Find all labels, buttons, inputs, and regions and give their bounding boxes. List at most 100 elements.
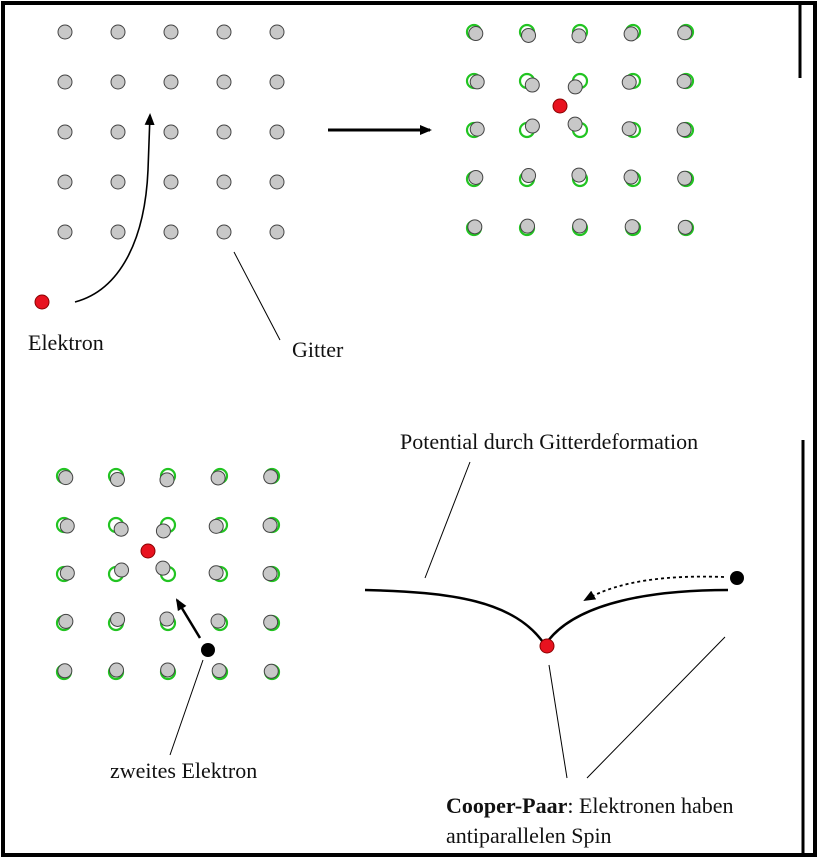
second-electron-arrow — [175, 598, 202, 639]
cooper-pair-caption-line1: Cooper-Paar: Elektronen haben — [446, 793, 734, 818]
lattice-ion — [524, 77, 540, 93]
potential-label: Potential durch Gitterdeformation — [400, 429, 698, 454]
lattice-ion — [163, 124, 179, 140]
lattice-ion — [57, 224, 73, 240]
electron-black-second — [201, 643, 215, 657]
lattice-ion — [59, 565, 75, 581]
lattice-ion — [216, 174, 232, 190]
lattice-ion — [521, 27, 537, 43]
lattice-ion — [216, 74, 232, 90]
electron-red-2 — [552, 98, 568, 114]
lattice-ion — [110, 174, 126, 190]
lattice-ion — [216, 124, 232, 140]
lattice-ion — [210, 470, 226, 486]
lattice-undisturbed — [57, 24, 285, 240]
lattice-ion — [163, 24, 179, 40]
lattice-ion — [269, 124, 285, 140]
lattice-second-electron — [55, 467, 281, 681]
lattice-ion — [624, 219, 640, 235]
lattice-ion — [567, 79, 583, 95]
lattice-ion — [520, 218, 536, 234]
lattice-ion — [677, 25, 693, 41]
cooper-pair-caption-line2: antiparallelen Spin — [446, 823, 612, 848]
lattice-ion — [216, 224, 232, 240]
lattice-ion — [676, 73, 692, 89]
electron-red-1 — [34, 294, 50, 310]
lattice-ion — [155, 523, 171, 539]
electron-label: Elektron — [28, 330, 104, 355]
cooper-pointer-line-1 — [548, 664, 568, 779]
lattice-ion — [58, 470, 74, 486]
lattice-ion — [269, 224, 285, 240]
lattice-ion — [208, 518, 224, 534]
cooper-pair-caption-rest: : Elektronen haben — [567, 793, 733, 818]
lattice-ion — [468, 169, 484, 185]
lattice-ion — [159, 611, 175, 627]
cooper-pointer-line-2 — [586, 636, 726, 779]
lattice-ion — [57, 74, 73, 90]
lattice-ion — [58, 613, 74, 629]
lattice-ion — [163, 174, 179, 190]
cooper-electron-red — [539, 638, 555, 654]
lattice-label: Gitter — [292, 337, 344, 362]
lattice-deformed — [465, 23, 695, 237]
lattice-ion — [677, 170, 693, 186]
lattice-ion — [57, 24, 73, 40]
lattice-ion — [110, 124, 126, 140]
lattice-ion — [571, 28, 587, 44]
lattice-ion — [109, 662, 125, 678]
potential-pointer-line — [424, 461, 471, 579]
lattice-ion — [110, 74, 126, 90]
cooper-electron-black — [730, 571, 744, 585]
lattice-ion — [208, 565, 224, 581]
lattice-ion — [263, 614, 279, 630]
lattice-ion — [621, 121, 637, 137]
lattice-ion — [468, 26, 484, 42]
lattice-ion — [269, 24, 285, 40]
lattice-ion — [262, 517, 278, 533]
lattice-ion — [57, 663, 73, 679]
lattice-ion — [524, 118, 540, 134]
lattice-ion — [59, 518, 75, 534]
lattice-ion — [57, 174, 73, 190]
electron-red-3 — [140, 543, 156, 559]
lattice-ion — [621, 74, 637, 90]
lattice-ion — [572, 218, 588, 234]
lattice-ion — [269, 74, 285, 90]
lattice-ion — [155, 560, 171, 576]
lattice-ion — [469, 121, 485, 137]
incoming-electron-dotted-arrow — [583, 575, 725, 601]
lattice-ion — [163, 224, 179, 240]
lattice-ion — [113, 521, 129, 537]
lattice-ion — [521, 168, 537, 184]
second-electron-label: zweites Elektron — [110, 758, 257, 783]
lattice-ion — [159, 472, 175, 488]
lattice-ion — [110, 224, 126, 240]
lattice-ion — [677, 219, 693, 235]
potential-curve — [364, 588, 729, 648]
lattice-ion — [216, 24, 232, 40]
lattice-ion — [676, 122, 692, 138]
lattice-ion — [163, 74, 179, 90]
lattice-ion — [567, 116, 583, 132]
lattice-ion — [623, 169, 639, 185]
lattice-pointer-line — [233, 251, 281, 341]
lattice-ion — [263, 469, 279, 485]
lattice-ion — [262, 566, 278, 582]
lattice-ion — [210, 613, 226, 629]
lattice-ion — [110, 24, 126, 40]
lattice-ion — [623, 26, 639, 42]
lattice-ion — [109, 471, 125, 487]
lattice-ion — [160, 662, 176, 678]
lattice-ion — [467, 219, 483, 235]
lattice-ion — [114, 562, 130, 578]
lattice-ion — [263, 663, 279, 679]
lattice-ion — [469, 74, 485, 90]
lattice-ion — [110, 611, 126, 627]
second-electron-pointer-line — [169, 659, 204, 756]
electron-trajectory-arrow — [74, 113, 155, 303]
cooper-pair-term: Cooper-Paar — [446, 793, 568, 818]
lattice-ion — [57, 124, 73, 140]
